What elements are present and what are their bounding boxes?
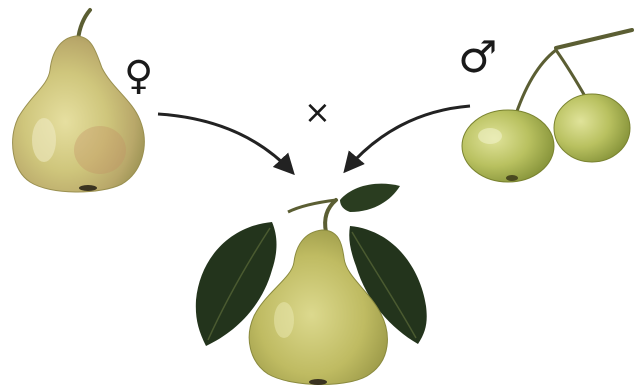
pear-calyx	[79, 185, 97, 191]
male-symbol: ♂	[458, 36, 497, 80]
apple-branch	[556, 30, 632, 48]
leaf-icon	[340, 184, 400, 212]
arrow-from-female	[158, 114, 292, 172]
hybrid-highlight	[274, 302, 294, 338]
crabapple-back	[554, 94, 630, 162]
crabapple-calyx	[506, 175, 518, 181]
hybrid-pear-icon	[196, 184, 427, 385]
pear-blush	[74, 126, 126, 174]
female-symbol: ♀	[124, 56, 153, 96]
apple-stem-1	[514, 50, 556, 120]
cross-symbol: ×	[304, 96, 331, 128]
crabapple-shine	[478, 128, 502, 144]
female-pear-icon	[13, 10, 145, 192]
crabapple-front	[462, 110, 554, 182]
apple-stem-2	[556, 50, 586, 98]
arrow-from-male	[346, 106, 470, 170]
pear-highlight	[32, 118, 56, 162]
hybrid-stem	[325, 200, 336, 232]
hybrid-calyx	[309, 379, 327, 385]
pear-stem	[78, 10, 90, 40]
